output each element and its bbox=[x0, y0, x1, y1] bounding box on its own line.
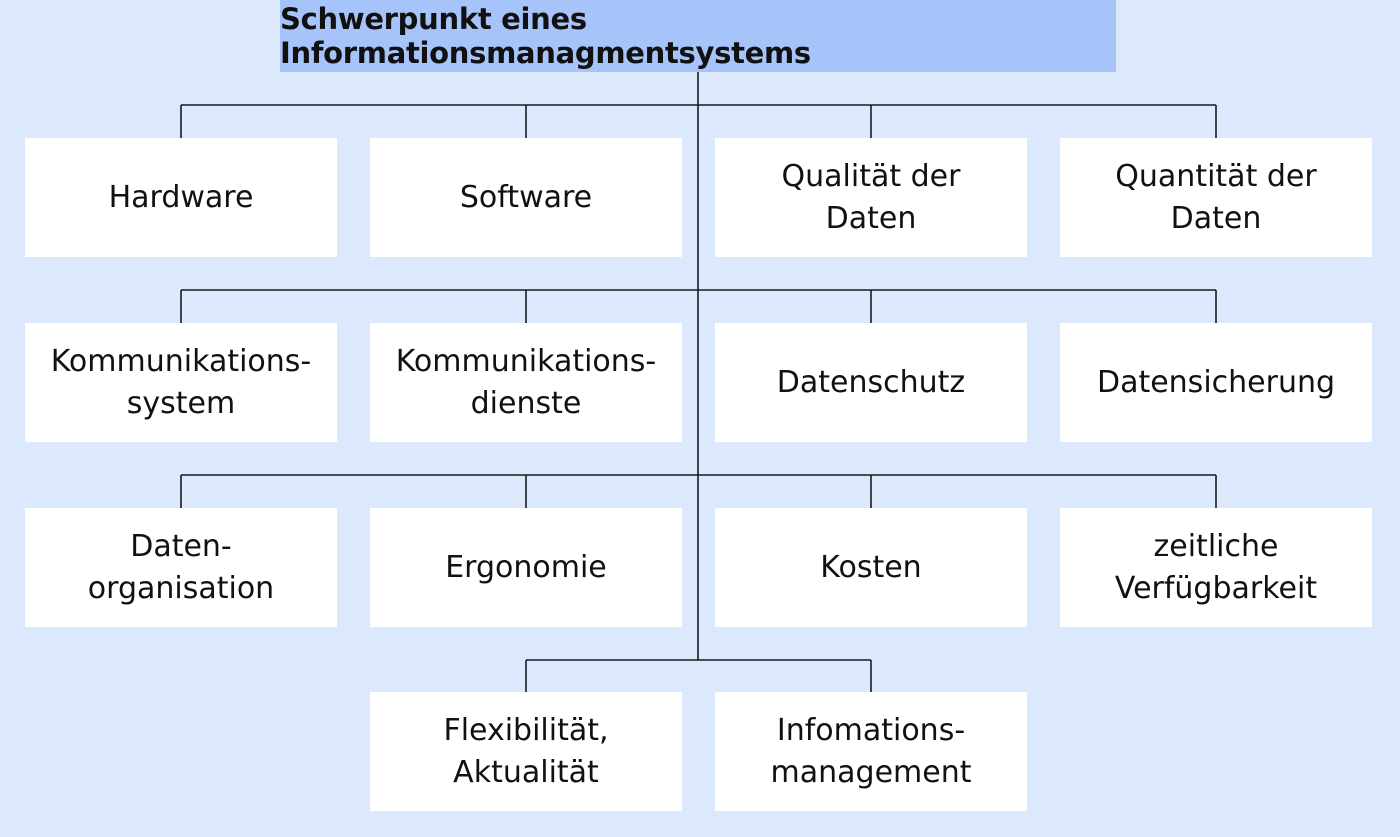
node-label: Kommunikations- dienste bbox=[395, 343, 657, 421]
node-flexibilitaet-aktualitaet: Flexibilität, Aktualität bbox=[370, 692, 682, 811]
node-zeitliche-verfuegbarkeit: zeitliche Verfügbarkeit bbox=[1060, 508, 1372, 627]
node-software: Software bbox=[370, 138, 682, 257]
node-label: Kommunikations- system bbox=[50, 343, 312, 421]
node-qualitaet-der-daten: Qualität der Daten bbox=[715, 138, 1027, 257]
node-datensicherung: Datensicherung bbox=[1060, 323, 1372, 442]
node-ergonomie: Ergonomie bbox=[370, 508, 682, 627]
node-label: Ergonomie bbox=[445, 549, 607, 585]
node-quantitaet-der-daten: Quantität der Daten bbox=[1060, 138, 1372, 257]
node-label: Hardware bbox=[108, 179, 254, 215]
node-kosten: Kosten bbox=[715, 508, 1027, 627]
node-label: Kosten bbox=[820, 549, 922, 585]
node-label: Datensicherung bbox=[1096, 364, 1336, 400]
node-label: Infomations- management bbox=[770, 712, 972, 790]
node-kommunikationssystem: Kommunikations- system bbox=[25, 323, 337, 442]
node-kommunikationsdienste: Kommunikations- dienste bbox=[370, 323, 682, 442]
node-datenorganisation: Daten- organisation bbox=[25, 508, 337, 627]
node-label: zeitliche Verfügbarkeit bbox=[1114, 528, 1318, 606]
node-hardware: Hardware bbox=[25, 138, 337, 257]
node-informationsmanagement: Infomations- management bbox=[715, 692, 1027, 811]
node-label: Flexibilität, Aktualität bbox=[443, 712, 609, 790]
node-datenschutz: Datenschutz bbox=[715, 323, 1027, 442]
node-label: Datenschutz bbox=[776, 364, 966, 400]
diagram-title-text: Schwerpunkt eines Informationsmanagments… bbox=[280, 2, 811, 70]
node-label: Qualität der Daten bbox=[781, 158, 961, 236]
diagram-title: Schwerpunkt eines Informationsmanagments… bbox=[280, 0, 1116, 72]
node-label: Quantität der Daten bbox=[1115, 158, 1317, 236]
node-label: Daten- organisation bbox=[87, 528, 275, 606]
node-label: Software bbox=[459, 179, 593, 215]
